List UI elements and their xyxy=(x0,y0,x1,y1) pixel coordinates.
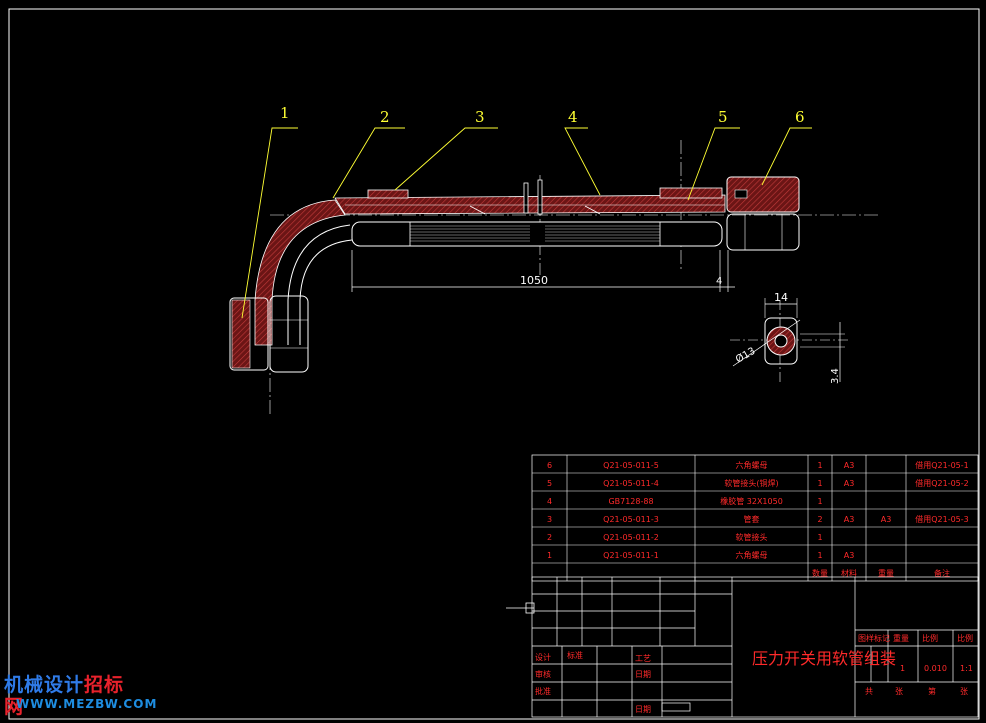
bom-cell-code: Q21-05-011-3 xyxy=(603,515,659,524)
title-block xyxy=(531,576,979,718)
balloon-5: 5 xyxy=(718,108,728,126)
bom-cell-wt: A3 xyxy=(881,515,892,524)
bom-cell-name: 软管接头(铜焊) xyxy=(724,478,778,488)
watermark-title: 机械设计招标网 xyxy=(4,674,144,718)
bend-inner2 xyxy=(299,239,353,345)
bom-cell-note: 借用Q21-05-1 xyxy=(915,460,969,470)
bom-cell-code: GB7128-88 xyxy=(608,497,653,506)
sleeve-left xyxy=(367,189,409,199)
bom-cell-mat: A3 xyxy=(844,551,855,560)
svg-text:共: 共 xyxy=(865,687,873,696)
bom-cell-no: 2 xyxy=(547,533,552,542)
balloon-1: 1 xyxy=(280,104,290,122)
bom-cell-code: Q21-05-011-4 xyxy=(603,479,659,488)
bom-cell-name: 管套 xyxy=(744,514,760,524)
svg-text:比例: 比例 xyxy=(957,633,973,643)
bom-cell-mat: A3 xyxy=(844,461,855,470)
nut-bottom-hatch xyxy=(231,299,251,369)
svg-text:日期: 日期 xyxy=(635,670,651,679)
svg-text:批准: 批准 xyxy=(535,686,551,696)
bom-cell-code: Q21-05-011-1 xyxy=(603,551,659,560)
svg-text:日期: 日期 xyxy=(635,705,651,714)
bom-cell-note: 借用Q21-05-2 xyxy=(915,478,969,488)
bom-cell-name: 六角螺母 xyxy=(736,550,768,560)
break-mark xyxy=(537,179,543,215)
dim-1050: 1050 xyxy=(520,274,548,287)
bom-cell-code: Q21-05-011-2 xyxy=(603,533,659,542)
nut-right xyxy=(726,176,800,213)
dim-3-4: 3.4 xyxy=(830,368,841,384)
dim-14: 14 xyxy=(774,291,788,304)
bom-cell-mat: A3 xyxy=(844,479,855,488)
bom-cell-qty: 2 xyxy=(817,515,822,524)
dim-4: 4 xyxy=(716,276,722,287)
svg-text:工艺: 工艺 xyxy=(635,654,651,663)
bom-header-qty: 数量 xyxy=(812,568,828,578)
svg-text:审核: 审核 xyxy=(535,669,551,679)
bom-cell-qty: 1 xyxy=(817,461,822,470)
bom-cell-no: 3 xyxy=(547,515,552,524)
svg-text:第: 第 xyxy=(928,686,936,696)
balloon-3: 3 xyxy=(475,108,485,126)
svg-text:设计: 设计 xyxy=(535,652,551,662)
break-mark xyxy=(523,182,529,214)
balloon-4: 4 xyxy=(568,108,578,126)
hose-assembly xyxy=(229,176,800,373)
nut-bottom xyxy=(229,297,269,371)
bom-cell-no: 6 xyxy=(547,461,552,470)
svg-text:1:1: 1:1 xyxy=(960,664,973,673)
bom-cell-qty: 1 xyxy=(817,497,822,506)
bom-cell-qty: 1 xyxy=(817,533,822,542)
bom-cell-code: Q21-05-011-5 xyxy=(603,461,659,470)
svg-text:标准: 标准 xyxy=(567,650,583,660)
bom-outline xyxy=(531,454,979,582)
hose-ribs xyxy=(410,225,660,242)
section-view xyxy=(730,298,850,385)
svg-text:比例: 比例 xyxy=(922,633,938,643)
bom-cell-qty: 1 xyxy=(817,551,822,560)
bend-section xyxy=(254,199,346,346)
bom-header-note: 备注 xyxy=(934,568,950,578)
svg-text:1: 1 xyxy=(900,664,905,673)
balloon-6: 6 xyxy=(795,108,805,126)
svg-text:重量: 重量 xyxy=(893,633,909,643)
bom-cell-no: 5 xyxy=(547,479,552,488)
drawing-title: 压力开关用软管组装 xyxy=(752,649,896,668)
hose-lower xyxy=(351,221,723,247)
balloon-labels: 1 2 3 4 5 6 xyxy=(280,104,805,126)
svg-text:0.010: 0.010 xyxy=(924,664,947,673)
svg-text:张: 张 xyxy=(960,687,968,696)
bom-header-wt: 重量 xyxy=(878,568,894,578)
bom-cell-name: 软管接头 xyxy=(736,532,768,542)
dim-diameter: Ø13 xyxy=(734,345,758,366)
nut-right-lower xyxy=(726,213,800,251)
drawing-frame xyxy=(8,8,980,720)
leader-lines xyxy=(241,127,812,319)
dim-length xyxy=(351,250,735,292)
frame-marker xyxy=(506,602,535,614)
bom-cell-name: 六角螺母 xyxy=(736,460,768,470)
watermark-url: WWW.MEZBW.COM xyxy=(16,697,158,711)
bom-cell-note: 借用Q21-05-3 xyxy=(915,514,969,524)
balloon-2: 2 xyxy=(380,108,390,126)
bom-cell-name: 橡胶管 32X1050 xyxy=(720,496,783,506)
watermark-part-a: 机械设计 xyxy=(4,674,85,696)
hose-top-wall xyxy=(334,194,726,215)
title-block-labels: 设计 标准 审核 工艺 批准 日期 日期 图样标记 重量 比例 比例 1 0.0… xyxy=(535,633,973,714)
bom-cell-no: 4 xyxy=(547,497,552,506)
site-watermark: 机械设计招标网 WWW.MEZBW.COM xyxy=(4,674,156,718)
svg-text:张: 张 xyxy=(895,687,903,696)
bom-cell-mat: A3 xyxy=(844,515,855,524)
nut-bottom-outer xyxy=(269,295,309,373)
watermark-part-b: 招标网 xyxy=(4,674,125,718)
svg-text:图样标记: 图样标记 xyxy=(858,633,890,643)
bom-cell-qty: 1 xyxy=(817,479,822,488)
bend-inner xyxy=(287,224,351,345)
bom-cell-no: 1 xyxy=(547,551,552,560)
bom-header-mat: 材料 xyxy=(841,568,857,578)
